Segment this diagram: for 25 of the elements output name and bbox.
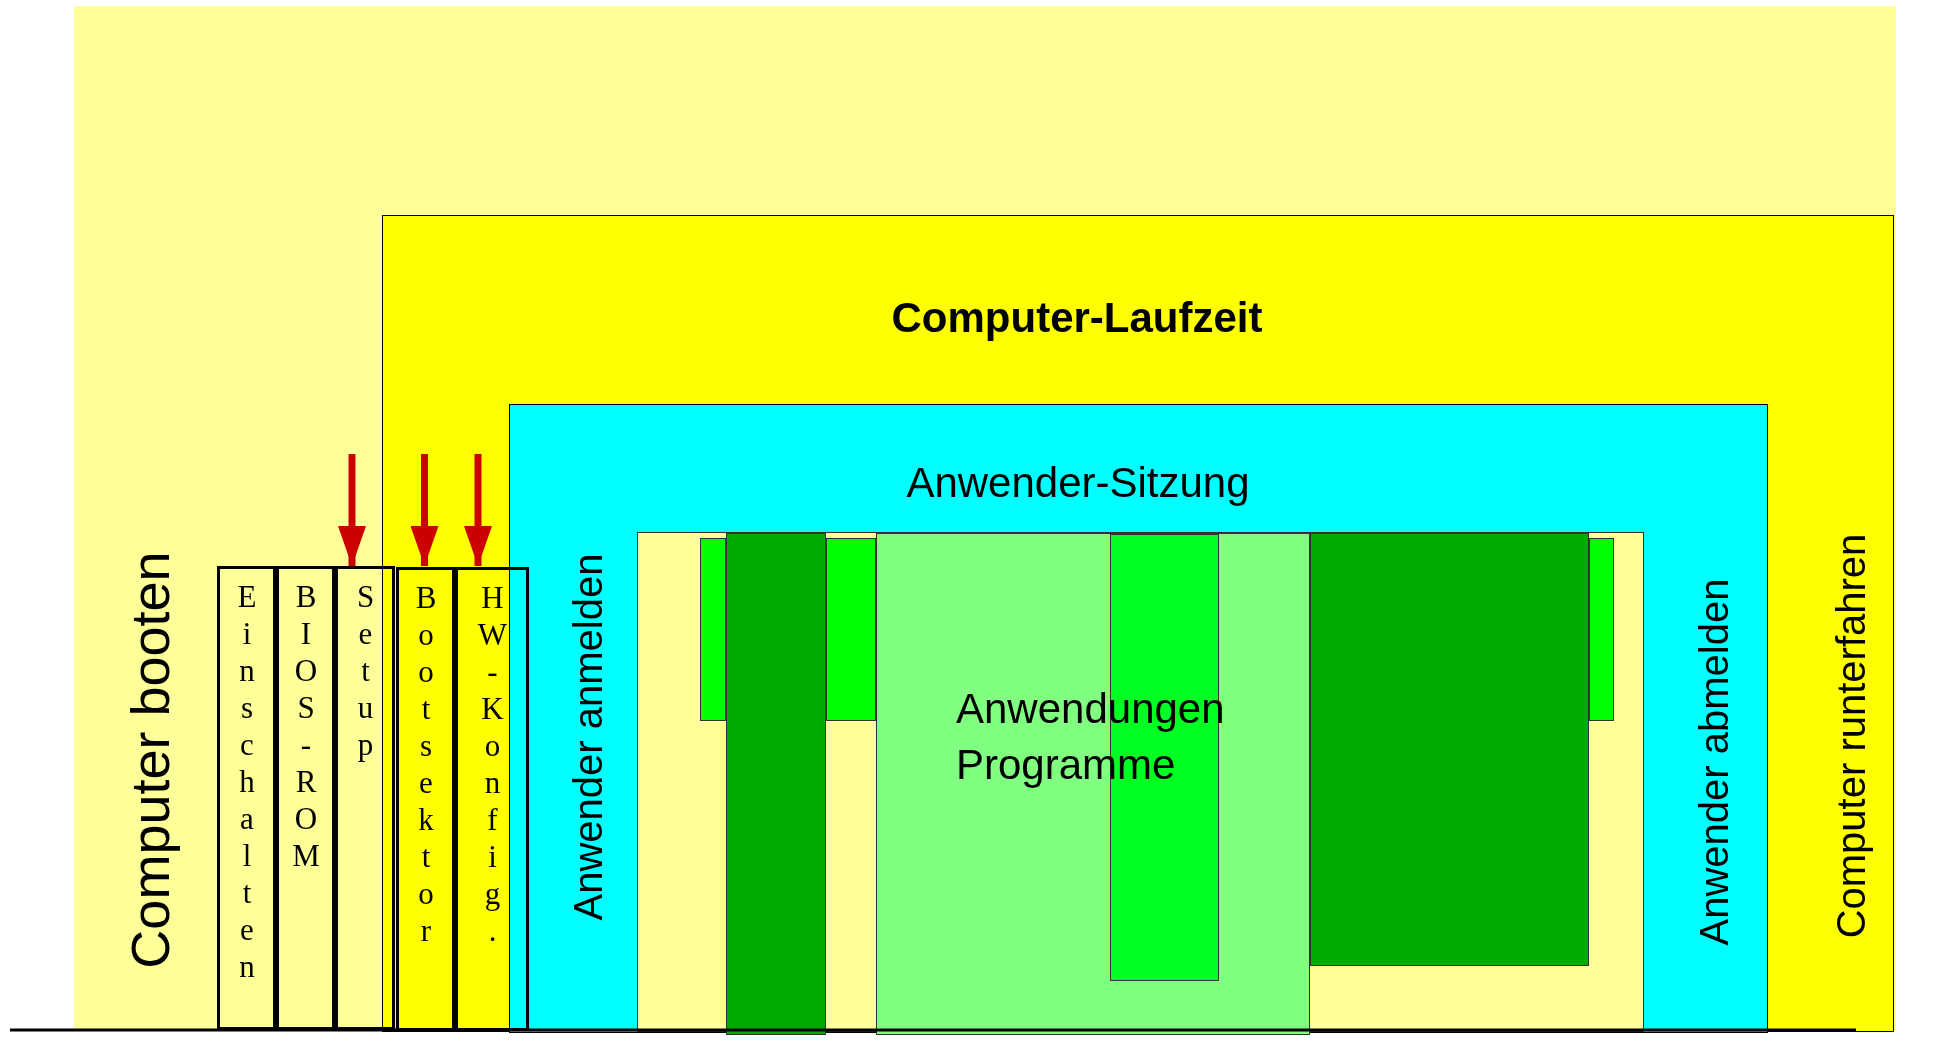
program-block [700,538,726,721]
side-label: Computer runterfahren [1828,533,1874,939]
section-title: Anwender-Sitzung [905,459,1251,507]
step-label: HW-Konfig. [474,580,510,950]
side-label: Anwender abmelden [1691,578,1737,946]
step-label: Setup [347,579,383,764]
application-block [876,533,1310,1035]
phase-label: Computer booten [119,551,181,969]
step-column [335,566,395,1030]
step-column [276,566,335,1030]
step-column [396,567,455,1031]
program-block [826,538,876,721]
step-label: Bootsektor [407,580,444,950]
step-column [455,567,529,1031]
session-panel [509,404,1768,1033]
step-column [217,566,276,1030]
inner-panel [637,532,1644,1032]
program-block [1589,538,1614,721]
section-title: Computer-Laufzeit [890,294,1264,342]
step-label: BIOS-ROM [287,579,324,875]
step-label: Einschalten [228,579,265,986]
side-label: Anwender anmelden [565,553,611,921]
program-block [1310,533,1589,966]
program-block [726,533,826,1035]
runtime-panel [382,215,1894,1032]
